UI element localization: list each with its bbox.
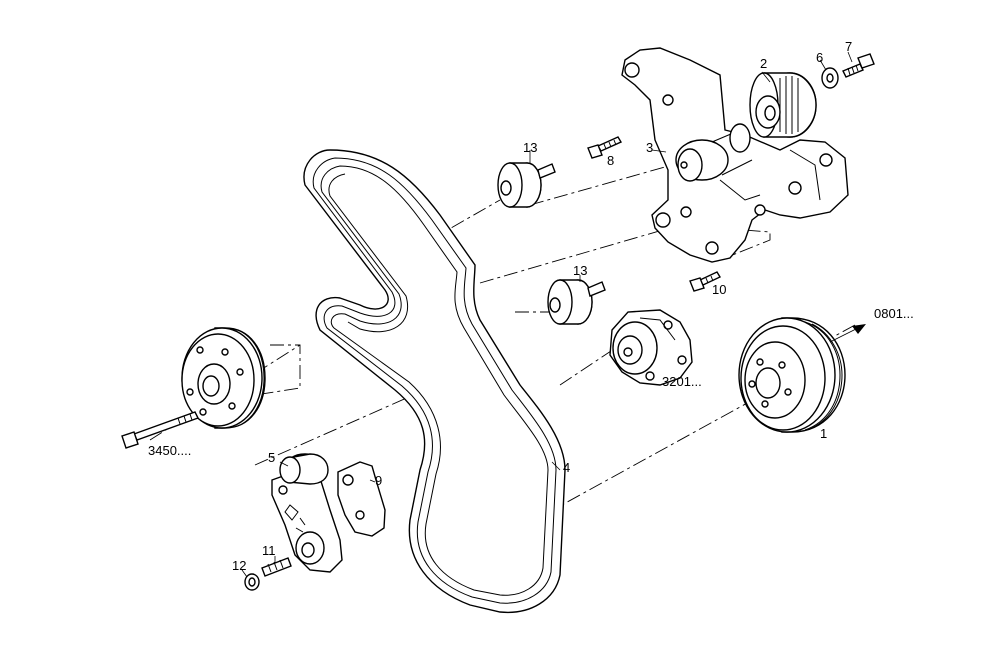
bracket-plate	[337, 461, 386, 537]
reference-3201: 3201...	[662, 374, 702, 389]
stud-11	[261, 557, 292, 577]
fan-hub-pulley	[181, 327, 266, 429]
nut-12	[244, 573, 260, 591]
reference-0801: 0801...	[874, 306, 914, 321]
idler-pulley-upper	[497, 162, 556, 208]
long-bolt	[121, 411, 199, 449]
callout-labels: 1 2 3 4 5 6 7 8 9 10 11 12 13 13 3450...…	[148, 39, 914, 573]
washer	[821, 67, 839, 89]
callout-3: 3	[646, 140, 653, 155]
callout-7: 7	[845, 39, 852, 54]
poly-v-belt	[303, 149, 566, 614]
callout-13-lower: 13	[573, 263, 587, 278]
callout-12: 12	[232, 558, 246, 573]
callout-2: 2	[760, 56, 767, 71]
callout-6: 6	[816, 50, 823, 65]
tensioner-arm	[271, 453, 343, 573]
callout-1: 1	[820, 426, 827, 441]
water-pump	[609, 309, 693, 386]
callout-8: 8	[607, 153, 614, 168]
reference-arrow-0801	[829, 324, 866, 343]
idler-pulley-lower	[547, 279, 606, 325]
callout-10: 10	[712, 282, 726, 297]
callout-4: 4	[563, 460, 570, 475]
screw-7	[842, 53, 875, 78]
callout-9: 9	[375, 473, 382, 488]
crankshaft-pulley	[738, 317, 846, 433]
callout-5: 5	[268, 450, 275, 465]
screw-8	[587, 136, 623, 159]
tensioner-pulley	[749, 72, 817, 138]
leader-lines	[241, 51, 853, 578]
callout-13-upper: 13	[523, 140, 537, 155]
reference-3450: 3450....	[148, 443, 191, 458]
tensioner-bracket	[621, 47, 849, 263]
callout-11: 11	[262, 543, 276, 558]
screw-10	[689, 271, 721, 292]
